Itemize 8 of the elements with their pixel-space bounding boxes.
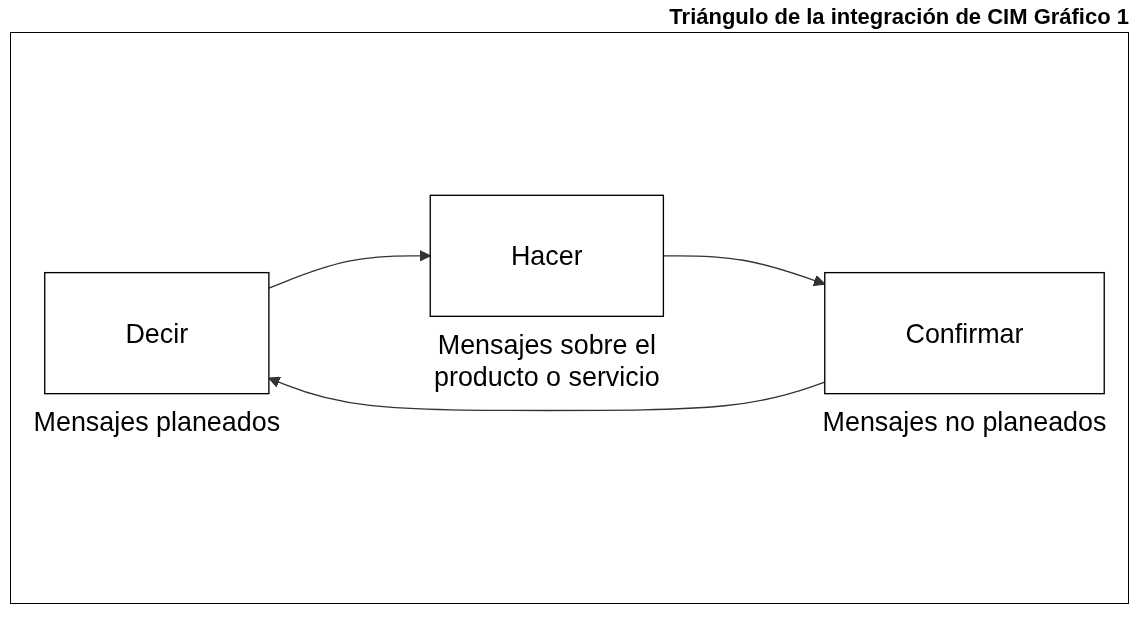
arrow [662, 255, 825, 287]
node-caption: Mensajes sobre el producto o servicio [433, 330, 660, 393]
node-caption: Mensajes planeados [33, 407, 280, 438]
diagram-title: Triángulo de la integración de CIM Gráfico 1 [668, 3, 1130, 31]
node-box: Confirmar [823, 271, 1105, 395]
node-box: Decir [43, 271, 270, 395]
node-box: Hacer [429, 194, 664, 317]
node-caption: Mensajes no planeados [822, 407, 1106, 438]
